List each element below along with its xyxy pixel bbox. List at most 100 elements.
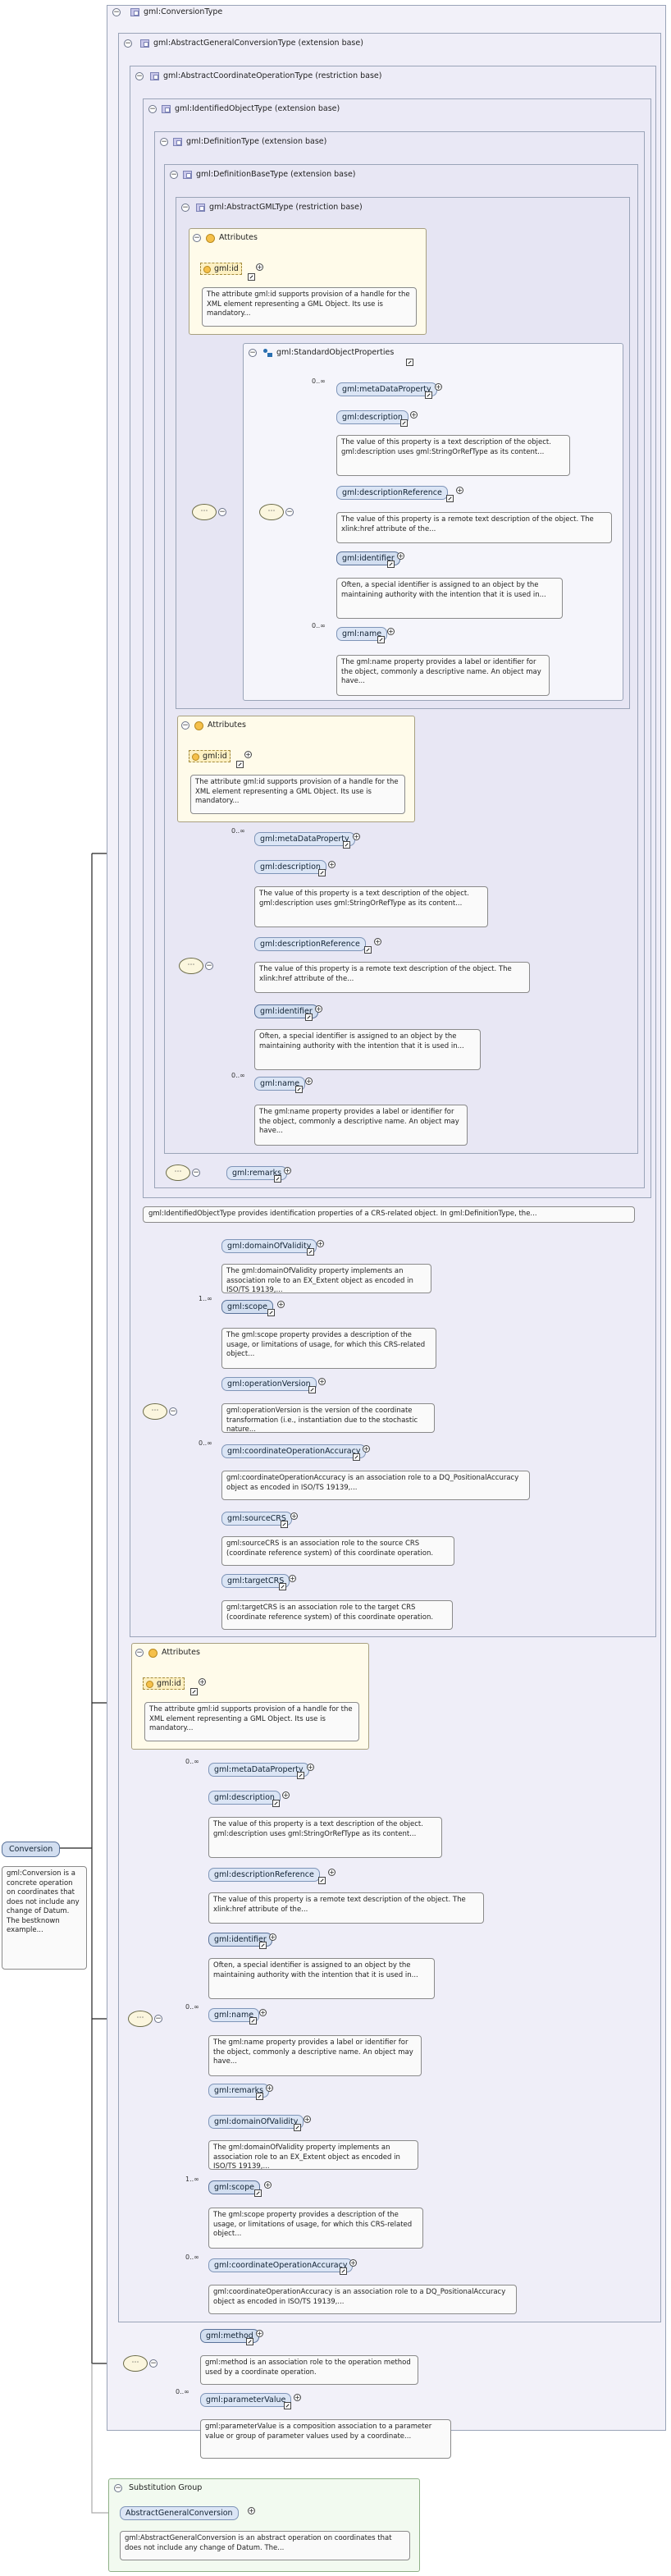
expand-icon[interactable]: + <box>410 411 418 419</box>
element-parametervalue[interactable]: gml:parameterValue <box>200 2393 292 2407</box>
cardinality: 0..∞ <box>231 827 245 835</box>
expand-icon[interactable]: + <box>435 383 442 391</box>
expand-icon[interactable]: + <box>259 2009 267 2016</box>
element-descriptionreference[interactable]: gml:descriptionReference <box>208 1868 320 1882</box>
expand-icon[interactable]: + <box>256 263 263 271</box>
collapse-button[interactable]: − <box>193 234 201 242</box>
element-description[interactable]: gml:description <box>336 410 409 424</box>
collapse-button[interactable]: − <box>135 72 144 80</box>
element-method[interactable]: gml:method <box>200 2329 259 2343</box>
expand-icon[interactable]: + <box>289 1575 296 1582</box>
expand-icon[interactable]: + <box>305 1078 313 1085</box>
expand-icon[interactable]: + <box>353 833 360 840</box>
collapse-button[interactable]: − <box>160 138 168 146</box>
element-domainofvalidity[interactable]: gml:domainOfValidity <box>221 1239 317 1253</box>
expand-icon[interactable]: + <box>284 1167 291 1174</box>
element-remarks[interactable]: gml:remarks <box>226 1166 288 1180</box>
element-coordinateoperationaccuracy[interactable]: gml:coordinateOperationAccuracy <box>208 2258 354 2272</box>
expand-icon[interactable]: + <box>269 1933 276 1941</box>
scope-doc: The gml:scope property provides a descri… <box>221 1328 436 1369</box>
expand-icon[interactable]: + <box>349 2259 357 2267</box>
reference-icon <box>364 946 372 954</box>
collapse-button[interactable]: − <box>148 105 157 113</box>
expand-icon[interactable]: + <box>256 2330 263 2337</box>
complex-type-icon <box>173 138 182 146</box>
identifier-doc: Often, a special identifier is assigned … <box>336 578 563 619</box>
expand-icon[interactable]: + <box>363 1445 370 1453</box>
reference-icon <box>272 1800 280 1807</box>
expand-icon[interactable]: + <box>315 1005 322 1013</box>
collapse-button[interactable]: − <box>124 39 132 48</box>
attribute-id[interactable]: gml:id <box>143 1677 185 1690</box>
reference-icon <box>248 273 255 281</box>
element-description[interactable]: gml:description <box>208 1791 281 1805</box>
collapse-button[interactable]: − <box>181 204 189 212</box>
collapse-button[interactable]: − <box>149 2359 157 2368</box>
expand-icon[interactable]: + <box>199 1678 206 1686</box>
expand-icon[interactable]: + <box>397 552 404 560</box>
reference-icon <box>254 2189 262 2197</box>
expand-icon[interactable]: + <box>294 2394 301 2401</box>
cardinality: 0..∞ <box>199 1439 212 1447</box>
expand-icon[interactable]: + <box>264 2181 272 2189</box>
collapse-button[interactable]: − <box>170 171 178 179</box>
collapse-button[interactable]: − <box>154 2015 162 2023</box>
element-name[interactable]: gml:name <box>254 1077 306 1091</box>
expand-icon[interactable]: + <box>244 751 252 758</box>
expand-icon[interactable]: + <box>387 628 395 635</box>
expand-icon[interactable]: + <box>328 1869 336 1876</box>
element-description[interactable]: gml:description <box>254 860 326 874</box>
element-scope[interactable]: gml:scope <box>221 1300 273 1314</box>
expand-icon[interactable]: + <box>248 2507 255 2514</box>
element-coordinateoperationaccuracy[interactable]: gml:coordinateOperationAccuracy <box>221 1444 367 1458</box>
substitution-group-label: Substitution Group <box>129 2483 203 2492</box>
expand-icon[interactable]: + <box>456 487 463 494</box>
element-descriptionreference[interactable]: gml:descriptionReference <box>336 486 448 500</box>
reference-icon <box>284 2402 291 2409</box>
expand-icon[interactable]: + <box>282 1791 290 1799</box>
collapse-button[interactable]: − <box>181 721 189 730</box>
element-operationversion[interactable]: gml:operationVersion <box>221 1377 317 1391</box>
reference-icon <box>267 1309 275 1316</box>
collapse-button[interactable]: − <box>249 349 257 357</box>
expand-icon[interactable]: + <box>318 1378 326 1385</box>
collapse-button[interactable]: − <box>205 962 213 970</box>
element-name[interactable]: gml:name <box>208 2008 260 2022</box>
collapse-button[interactable]: − <box>135 1649 144 1657</box>
collapse-button[interactable]: − <box>192 1169 200 1177</box>
substitution-group-member[interactable]: AbstractGeneralConversion <box>120 2506 239 2520</box>
root-element-conversion[interactable]: Conversion <box>2 1842 61 1857</box>
element-name[interactable]: gml:name <box>336 627 388 641</box>
element-domainofvalidity[interactable]: gml:domainOfValidity <box>208 2115 304 2129</box>
expand-icon[interactable]: + <box>307 1764 314 1771</box>
expand-icon[interactable]: + <box>317 1240 324 1247</box>
reference-icon <box>297 1772 304 1779</box>
expand-icon[interactable]: + <box>304 2116 311 2123</box>
collapse-button[interactable]: − <box>218 508 226 516</box>
collapse-button[interactable]: − <box>114 2484 122 2492</box>
substitution-group-doc: gml:AbstractGeneralConversion is an abst… <box>120 2531 410 2560</box>
sequence-compositor: ⋯ <box>179 958 203 974</box>
cardinality: 0..∞ <box>176 2388 189 2395</box>
complex-type-icon <box>130 8 139 16</box>
identifier-doc: Often, a special identifier is assigned … <box>208 1958 435 1999</box>
expand-icon[interactable]: + <box>328 861 336 868</box>
reference-icon <box>295 1086 303 1093</box>
expand-icon[interactable]: + <box>290 1512 298 1520</box>
reference-icon <box>340 2267 347 2275</box>
collapse-button[interactable]: − <box>285 508 294 516</box>
reference-icon <box>249 2017 257 2025</box>
expand-icon[interactable]: + <box>266 2084 273 2092</box>
collapse-button[interactable]: − <box>169 1407 177 1416</box>
element-scope[interactable]: gml:scope <box>208 2180 260 2194</box>
expand-icon[interactable]: + <box>277 1301 285 1308</box>
element-metadataproperty[interactable]: gml:metaDataProperty <box>254 832 355 846</box>
element-metadataproperty[interactable]: gml:metaDataProperty <box>208 1763 309 1777</box>
element-sourcecrs[interactable]: gml:sourceCRS <box>221 1512 292 1526</box>
attribute-id[interactable]: gml:id <box>189 750 231 762</box>
element-descriptionreference[interactable]: gml:descriptionReference <box>254 937 366 951</box>
attribute-id[interactable]: gml:id <box>200 263 242 275</box>
element-metadataproperty[interactable]: gml:metaDataProperty <box>336 382 437 396</box>
expand-icon[interactable]: + <box>374 938 381 945</box>
collapse-button[interactable]: − <box>112 8 121 16</box>
